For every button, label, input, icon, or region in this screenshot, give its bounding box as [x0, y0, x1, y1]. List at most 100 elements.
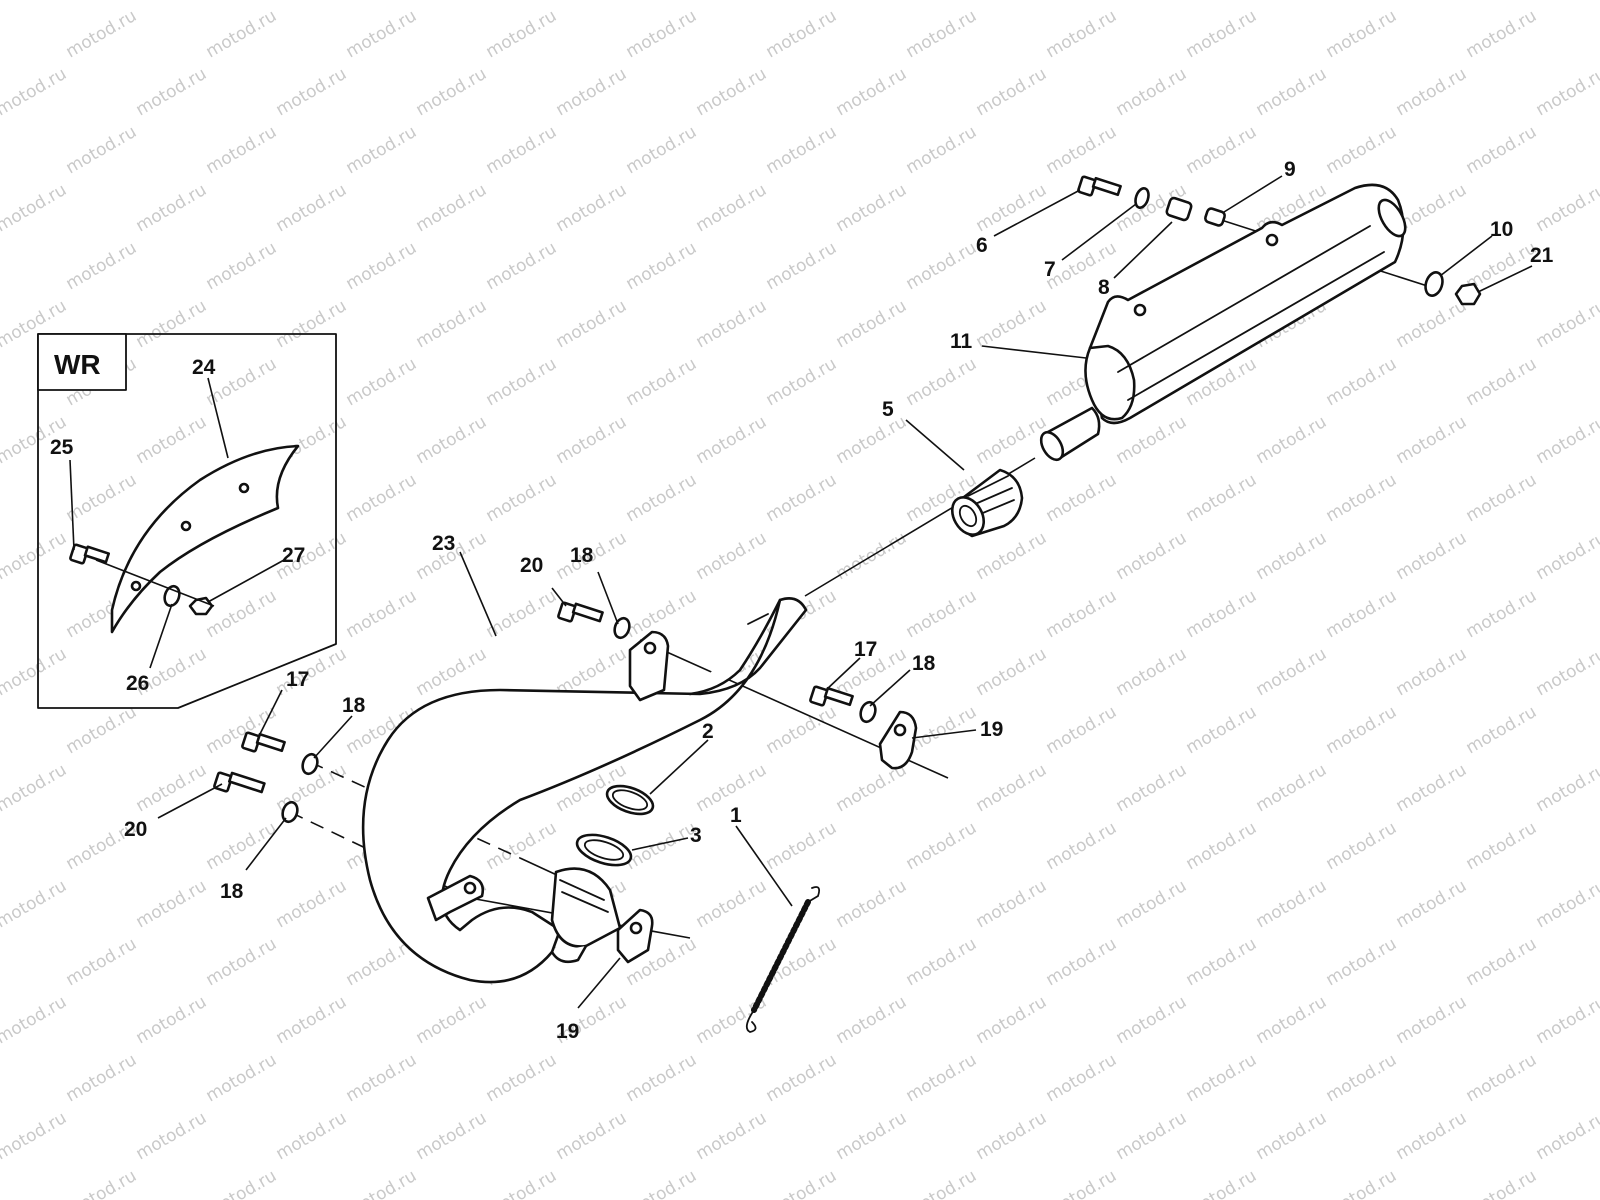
watermark-text: motod.ru — [203, 586, 281, 642]
watermark-text: motod.ru — [1043, 586, 1121, 642]
watermark-text: motod.ru — [1253, 644, 1331, 700]
washer-18-front-top — [301, 752, 319, 776]
watermark-text: motod.ru — [763, 1166, 841, 1200]
watermark-text: motod.ru — [413, 64, 491, 120]
callout-19-front: 19 — [556, 1020, 579, 1043]
watermark-text: motod.ru — [1183, 6, 1261, 62]
watermark-text: motod.ru — [1253, 412, 1331, 468]
watermark-text: motod.ru — [1463, 702, 1541, 758]
watermark-text: motod.ru — [973, 992, 1051, 1048]
watermark-text: motod.ru — [833, 876, 911, 932]
leader-7 — [1061, 203, 1137, 261]
watermark-text: motod.ru — [903, 818, 981, 874]
watermark-text: motod.ru — [1253, 528, 1331, 584]
leader-3 — [631, 837, 689, 851]
bolt-20-front — [213, 771, 266, 794]
watermark-text: motod.ru — [1463, 1050, 1541, 1106]
watermark-text: motod.ru — [203, 122, 281, 178]
callout-21: 21 — [1530, 244, 1554, 267]
watermark-text: motod.ru — [903, 1166, 981, 1200]
watermark-text: motod.ru — [1393, 760, 1471, 816]
watermark-text: motod.ru — [1113, 644, 1191, 700]
watermark-text: motod.ru — [1183, 122, 1261, 178]
watermark-text: motod.ru — [973, 412, 1051, 468]
watermark-text: motod.ru — [483, 122, 561, 178]
o-ring — [605, 784, 655, 816]
watermark-text: motod.ru — [1253, 1108, 1331, 1164]
watermark-text: motod.ru — [483, 1050, 561, 1106]
watermark-text: motod.ru — [1043, 122, 1121, 178]
watermark-text: motod.ru — [1533, 992, 1600, 1048]
nut-21 — [1454, 282, 1482, 306]
watermark-text: motod.ru — [1113, 0, 1191, 4]
watermark-text: motod.ru — [623, 122, 701, 178]
watermark-text: motod.ru — [273, 644, 351, 700]
watermark-text: motod.ru — [1113, 64, 1191, 120]
watermark-text: motod.ru — [343, 586, 421, 642]
watermark-text: motod.ru — [0, 1108, 70, 1164]
watermark-text: motod.ru — [203, 702, 281, 758]
watermark-text: motod.ru — [763, 818, 841, 874]
watermark-text: motod.ru — [1533, 644, 1600, 700]
pipe-rear-bracket — [628, 630, 670, 702]
watermark-text: motod.ru — [693, 876, 771, 932]
watermark-text: motod.ru — [133, 0, 211, 4]
bolt-6 — [1077, 175, 1122, 197]
callout-17-rear: 17 — [854, 638, 877, 661]
watermark-text: motod.ru — [1253, 64, 1331, 120]
watermark-text: motod.ru — [133, 876, 211, 932]
leader-11 — [981, 345, 1087, 359]
watermark-text: motod.ru — [623, 818, 701, 874]
watermark-text: motod.ru — [833, 412, 911, 468]
leader-9 — [1223, 175, 1283, 213]
watermark-text: motod.ru — [693, 64, 771, 120]
watermark-text: motod.ru — [1533, 1108, 1600, 1164]
watermark-text: motod.ru — [1183, 470, 1261, 526]
watermark-text: motod.ru — [1463, 934, 1541, 990]
leader-1 — [735, 825, 793, 907]
watermark-text: motod.ru — [413, 992, 491, 1048]
watermark-text: motod.ru — [833, 0, 911, 4]
callout-18-front-top: 18 — [342, 694, 366, 717]
watermark-text: motod.ru — [343, 1166, 421, 1200]
heat-guard — [110, 444, 300, 634]
watermark-text: motod.ru — [483, 238, 561, 294]
washer-7 — [1134, 187, 1150, 209]
callout-18-rear-top: 18 — [570, 544, 594, 567]
callout-18-front: 18 — [220, 880, 244, 903]
watermark-text: motod.ru — [903, 6, 981, 62]
wr-inset: WR — [37, 333, 337, 709]
watermark-text: motod.ru — [1323, 586, 1401, 642]
watermark-text: motod.ru — [0, 876, 70, 932]
watermark-text: motod.ru — [763, 470, 841, 526]
watermark-text: motod.ru — [1183, 702, 1261, 758]
watermark-text: motod.ru — [1113, 1108, 1191, 1164]
watermark-text: motod.ru — [1323, 354, 1401, 410]
leader-27 — [207, 559, 285, 603]
watermark-text: motod.ru — [1323, 122, 1401, 178]
callout-27: 27 — [282, 544, 305, 567]
leader-21 — [1477, 265, 1533, 293]
watermark-text: motod.ru — [273, 64, 351, 120]
watermark-text: motod.ru — [973, 296, 1051, 352]
watermark-text: motod.ru — [273, 992, 351, 1048]
watermark-text: motod.ru — [273, 296, 351, 352]
watermark-text: motod.ru — [1533, 64, 1600, 120]
watermark-text: motod.ru — [343, 6, 421, 62]
spring — [745, 886, 821, 1033]
watermark-text: motod.ru — [413, 180, 491, 236]
watermark-text: motod.ru — [413, 296, 491, 352]
watermark-text: motod.ru — [133, 412, 211, 468]
watermark-text: motod.ru — [63, 470, 141, 526]
watermark-text: motod.ru — [1533, 180, 1600, 236]
watermark-text: motod.ru — [1463, 470, 1541, 526]
watermark-text: motod.ru — [973, 0, 1051, 4]
watermark-text: motod.ru — [623, 238, 701, 294]
leader-25 — [69, 459, 75, 551]
watermark-text: motod.ru — [133, 1108, 211, 1164]
callout-9: 9 — [1284, 158, 1296, 181]
watermark-text: motod.ru — [1393, 992, 1471, 1048]
watermark-text: motod.ru — [1393, 1108, 1471, 1164]
watermark-text: motod.ru — [623, 1166, 701, 1200]
leader-18-front — [245, 817, 287, 871]
